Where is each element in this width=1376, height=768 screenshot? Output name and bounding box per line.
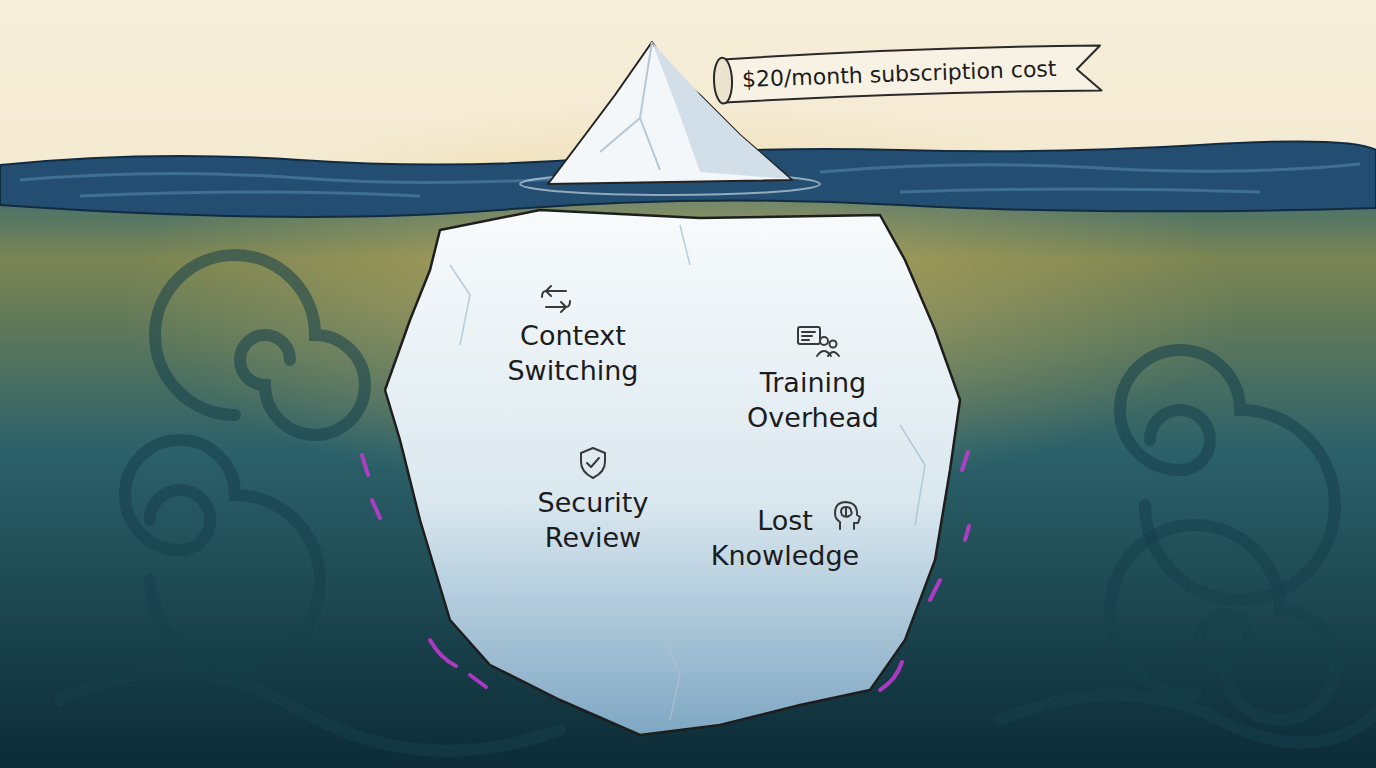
wave-line bbox=[80, 192, 420, 196]
hidden-cost-label: Security Review bbox=[508, 485, 678, 555]
person bbox=[828, 352, 839, 356]
swirl bbox=[155, 255, 365, 435]
glint bbox=[372, 500, 380, 518]
ribbon-body bbox=[723, 43, 1101, 103]
training-icon bbox=[798, 327, 839, 356]
person bbox=[830, 341, 837, 348]
iceberg-shape bbox=[380, 205, 970, 745]
crack bbox=[660, 625, 680, 720]
hidden-cost-label: Lost Knowledge bbox=[700, 503, 870, 573]
hidden-cost-label: Context Switching bbox=[488, 318, 658, 388]
arrow bbox=[546, 301, 570, 312]
glint bbox=[930, 580, 940, 600]
arrow bbox=[542, 286, 566, 297]
ribbon-roll bbox=[713, 57, 733, 104]
brain-icon bbox=[835, 502, 860, 529]
glint bbox=[470, 675, 486, 687]
glint bbox=[362, 455, 368, 475]
crack bbox=[900, 425, 925, 525]
iceberg-outline bbox=[385, 210, 960, 735]
wave-line bbox=[900, 189, 1260, 192]
wave-line bbox=[20, 173, 600, 182]
crack bbox=[680, 225, 690, 265]
head bbox=[835, 502, 860, 529]
screen-lines bbox=[802, 332, 815, 340]
crack bbox=[450, 265, 470, 345]
price-banner: $20/month subscription cost bbox=[711, 42, 1104, 106]
switch-icon bbox=[542, 286, 570, 312]
screen bbox=[798, 327, 820, 344]
ice-cracks bbox=[450, 225, 925, 720]
glint bbox=[965, 526, 969, 540]
swirl bbox=[1000, 695, 1376, 743]
shield bbox=[581, 448, 605, 478]
iceberg-body: Context SwitchingTraining OverheadSecuri… bbox=[380, 205, 970, 745]
check bbox=[587, 458, 599, 467]
person bbox=[820, 337, 828, 345]
wave-line bbox=[820, 164, 1360, 172]
swirl bbox=[1120, 350, 1335, 600]
hidden-cost-label: Training Overhead bbox=[728, 365, 898, 435]
swirl bbox=[60, 672, 560, 751]
shield-icon bbox=[581, 448, 605, 478]
glint bbox=[430, 640, 456, 666]
brain bbox=[841, 507, 852, 517]
tip-facet bbox=[600, 42, 660, 170]
glint bbox=[962, 452, 968, 470]
swirl bbox=[125, 440, 320, 665]
